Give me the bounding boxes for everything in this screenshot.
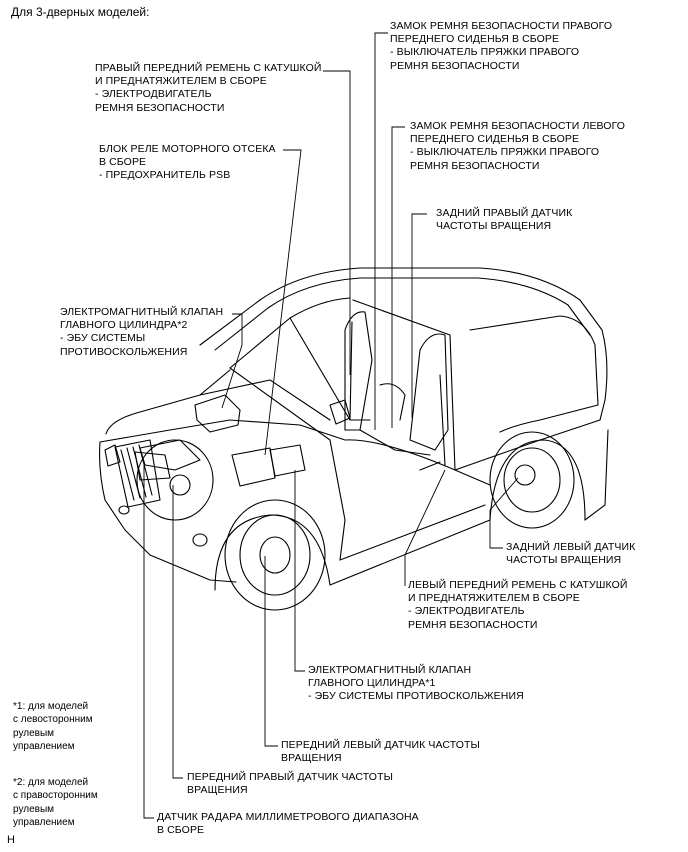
label-right-front-retractor: ПРАВЫЙ ПЕРЕДНИЙ РЕМЕНЬ С КАТУШКОЙ И ПРЕД…: [95, 62, 322, 114]
label-rear-right-sensor: ЗАДНИЙ ПРАВЫЙ ДАТЧИК ЧАСТОТЫ ВРАЩЕНИЯ: [436, 207, 573, 233]
diagram-header: Для 3-дверных моделей:: [11, 5, 150, 19]
label-master-cylinder-1: ЭЛЕКТРОМАГНИТНЫЙ КЛАПАН ГЛАВНОГО ЦИЛИНДР…: [308, 664, 524, 703]
label-left-front-retractor: ЛЕВЫЙ ПЕРЕДНИЙ РЕМЕНЬ С КАТУШКОЙ И ПРЕДН…: [408, 579, 628, 631]
footnote-1: *1: для моделей с левосторонним рулевым …: [13, 701, 93, 753]
label-right-front-buckle: ЗАМОК РЕМНЯ БЕЗОПАСНОСТИ ПРАВОГО ПЕРЕДНЕ…: [390, 20, 613, 72]
label-left-front-buckle: ЗАМОК РЕМНЯ БЕЗОПАСНОСТИ ЛЕВОГО ПЕРЕДНЕГ…: [410, 120, 626, 172]
footnote-2: *2: для моделей с правосторонним рулевым…: [13, 777, 98, 829]
label-front-right-sensor: ПЕРЕДНИЙ ПРАВЫЙ ДАТЧИК ЧАСТОТЫ ВРАЩЕНИЯ: [187, 771, 393, 797]
label-master-cylinder-2: ЭЛЕКТРОМАГНИТНЫЙ КЛАПАН ГЛАВНОГО ЦИЛИНДР…: [60, 306, 224, 358]
label-radar-sensor: ДАТЧИК РАДАРА МИЛЛИМЕТРОВОГО ДИАПАЗОНА В…: [157, 811, 419, 837]
label-front-left-sensor: ПЕРЕДНИЙ ЛЕВЫЙ ДАТЧИК ЧАСТОТЫ ВРАЩЕНИЯ: [281, 739, 480, 765]
label-rear-left-sensor: ЗАДНИЙ ЛЕВЫЙ ДАТЧИК ЧАСТОТЫ ВРАЩЕНИЯ: [506, 541, 636, 567]
figure-code: H: [7, 834, 15, 846]
label-relay-block: БЛОК РЕЛЕ МОТОРНОГО ОТСЕКА В СБОРЕ - ПРЕ…: [99, 143, 276, 182]
